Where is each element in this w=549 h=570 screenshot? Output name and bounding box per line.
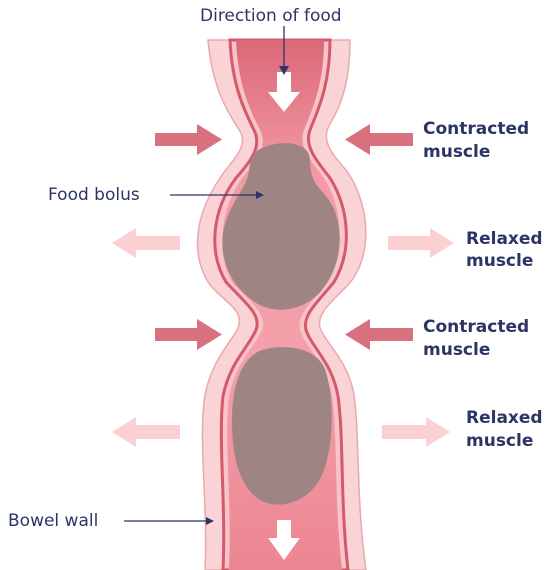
contracted-arrow-right-bottom <box>345 319 413 350</box>
direction-of-food-label: Direction of food <box>200 6 342 26</box>
relaxed-arrow-left-top <box>112 228 180 258</box>
contracted-arrow-right-top <box>345 124 413 155</box>
bowel-wall-label: Bowel wall <box>8 511 98 531</box>
contracted-muscle-bottom-line2: muscle <box>423 340 490 360</box>
relaxed-muscle-bottom-line2: muscle <box>466 431 533 451</box>
contracted-muscle-bottom-line1: Contracted <box>423 317 529 337</box>
contracted-muscle-top-line2: muscle <box>423 142 490 162</box>
contracted-arrow-left-bottom <box>155 319 222 350</box>
relaxed-muscle-bottom-line1: Relaxed <box>466 408 543 428</box>
relaxed-arrow-right-bottom <box>382 417 450 447</box>
food-bolus-lower <box>232 347 332 505</box>
relaxed-muscle-top-line2: muscle <box>466 251 533 271</box>
relaxed-arrow-right-top <box>388 228 454 258</box>
relaxed-arrow-left-bottom <box>112 417 180 447</box>
contracted-arrow-left-top <box>155 124 222 155</box>
relaxed-muscle-top-line1: Relaxed <box>466 229 543 249</box>
food-bolus-label: Food bolus <box>48 185 140 205</box>
contracted-muscle-top-line1: Contracted <box>423 119 529 139</box>
